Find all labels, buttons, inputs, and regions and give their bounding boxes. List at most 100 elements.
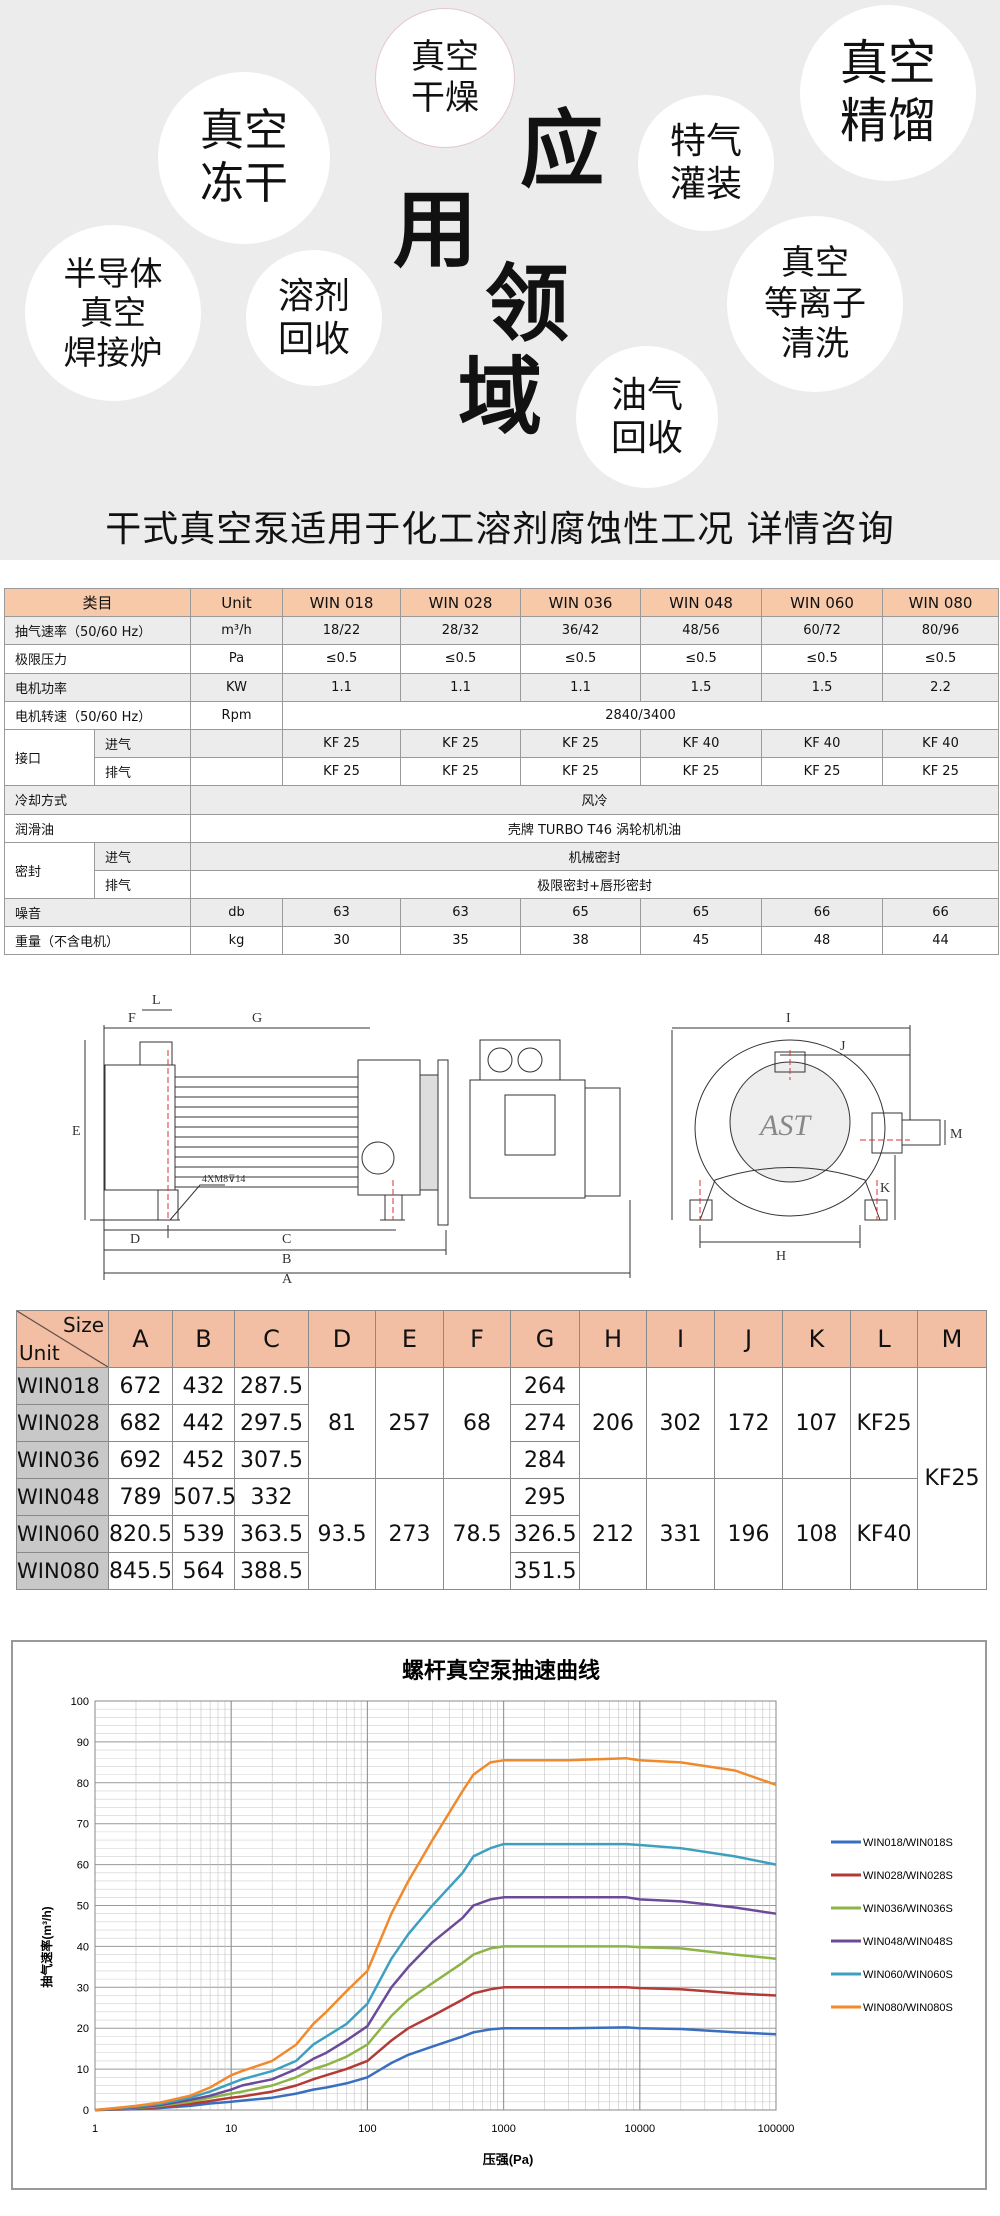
spec-header-row: 类目 Unit WIN 018 WIN 028 WIN 036 WIN 048 … bbox=[3, 587, 1000, 618]
y-tick-label: 50 bbox=[77, 1901, 89, 1913]
dim-label-F: F bbox=[128, 1011, 136, 1026]
header-model: WIN 080 bbox=[882, 587, 1000, 618]
y-tick-label: 90 bbox=[77, 1737, 89, 1749]
header-category: 类目 bbox=[3, 587, 192, 618]
table-row: 排气 极限密封+唇形密封 bbox=[5, 869, 1000, 900]
header-model: WIN 048 bbox=[640, 587, 763, 618]
cell: 845.5 bbox=[108, 1552, 173, 1590]
cell: KF 25 bbox=[400, 728, 522, 759]
merged-cell: 2840/3400 bbox=[282, 700, 1000, 730]
cell: 35 bbox=[400, 926, 522, 956]
y-tick-label: 10 bbox=[77, 2064, 89, 2076]
table-row: 极限压力 Pa ≤0.5≤0.5≤0.5≤0.5≤0.5≤0.5 bbox=[3, 644, 1000, 674]
heading-char-1: 应 bbox=[520, 101, 605, 199]
series-line-win018-win018s bbox=[94, 2026, 777, 2112]
cell: 66 bbox=[882, 898, 1000, 928]
cell: KF 25 bbox=[282, 757, 402, 787]
cell: KF 25 bbox=[520, 757, 642, 787]
x-tick-label: 10 bbox=[225, 2123, 237, 2135]
cell: 351.5 bbox=[510, 1552, 580, 1590]
cell: KF25 bbox=[917, 1367, 987, 1590]
row-label: 噪音 bbox=[3, 898, 192, 928]
series-line-win060-win060s bbox=[94, 1842, 777, 2112]
legend: WIN018/WIN018SWIN028/WIN028SWIN036/WIN03… bbox=[831, 1837, 953, 2014]
merged-cell: 壳牌 TURBO T46 涡轮机机油 bbox=[190, 813, 1000, 843]
cell: 45 bbox=[640, 926, 763, 956]
dim-label-A: A bbox=[282, 1272, 293, 1287]
legend-label: WIN018/WIN018S bbox=[863, 1837, 953, 1849]
header-model: WIN 028 bbox=[400, 587, 522, 618]
row-unit: Pa bbox=[190, 644, 284, 674]
dim-label-J: J bbox=[840, 1039, 846, 1054]
cell: 264 bbox=[510, 1367, 580, 1405]
row-label: 抽气速率（50/60 Hz） bbox=[3, 616, 192, 646]
row-label: 润滑油 bbox=[3, 813, 192, 843]
y-tick-label: 40 bbox=[77, 1941, 89, 1953]
x-tick-label: 100 bbox=[358, 2123, 376, 2135]
cell: KF 25 bbox=[761, 757, 884, 787]
chart-title: 螺杆真空泵抽速曲线 bbox=[402, 1658, 600, 1683]
cell: 93.5 bbox=[308, 1478, 376, 1590]
model-name: WIN036 bbox=[16, 1441, 109, 1479]
dim-label-D: D bbox=[130, 1232, 140, 1247]
corner-unit: Unit bbox=[19, 1341, 60, 1365]
gearbox bbox=[357, 1059, 421, 1196]
cell: KF 25 bbox=[520, 728, 642, 759]
bubble-plasma-cleaning: 真空 等离子 清洗 bbox=[727, 216, 903, 392]
dim-label-E: E bbox=[72, 1124, 81, 1139]
row-unit bbox=[190, 757, 284, 787]
row-unit: kg bbox=[190, 926, 284, 956]
dim-label-G: G bbox=[252, 1011, 262, 1026]
row-unit: KW bbox=[190, 672, 284, 702]
sub-label: 进气 bbox=[93, 841, 192, 871]
chart-svg: 螺杆真空泵抽速曲线 压强(Pa) 抽气速率(m³/h) 010203040506… bbox=[39, 1658, 953, 2167]
cell: KF 25 bbox=[640, 757, 763, 787]
cell: 564 bbox=[172, 1552, 235, 1590]
row-unit bbox=[190, 728, 284, 759]
cell: 36/42 bbox=[520, 616, 642, 646]
cell: 48 bbox=[761, 926, 884, 956]
bubble-special-gas-filling: 特气 灌装 bbox=[638, 95, 774, 231]
series-line-win080-win080s bbox=[94, 1757, 777, 2112]
hole-note: 4XM8⊽14 bbox=[202, 1174, 245, 1185]
dim-label-I: I bbox=[786, 1011, 791, 1026]
cell: 1.1 bbox=[282, 672, 402, 702]
cell: 1.5 bbox=[761, 672, 884, 702]
cell: 274 bbox=[510, 1404, 580, 1442]
cell: 332 bbox=[234, 1478, 309, 1516]
cell: KF 40 bbox=[640, 728, 763, 759]
cell: 307.5 bbox=[234, 1441, 309, 1479]
cell: 172 bbox=[714, 1367, 783, 1479]
row-label: 极限压力 bbox=[3, 644, 192, 674]
row-label: 电机功率 bbox=[3, 672, 192, 702]
junction-box bbox=[479, 1039, 561, 1081]
cell: 38 bbox=[520, 926, 642, 956]
col-header: G bbox=[510, 1310, 580, 1368]
x-axis-label: 压强(Pa) bbox=[483, 2152, 534, 2167]
model-name: WIN028 bbox=[16, 1404, 109, 1442]
cell: 363.5 bbox=[234, 1515, 309, 1553]
col-header: D bbox=[308, 1310, 376, 1368]
motor-flange bbox=[437, 1059, 449, 1226]
spec-table: 类目 Unit WIN 018 WIN 028 WIN 036 WIN 048 … bbox=[3, 587, 1000, 956]
x-tick-label: 1000 bbox=[491, 2123, 515, 2135]
cell: 507.5 bbox=[172, 1478, 236, 1516]
col-header: L bbox=[850, 1310, 918, 1368]
cell: 63 bbox=[282, 898, 402, 928]
cell: 212 bbox=[579, 1478, 647, 1590]
y-tick-label: 0 bbox=[83, 2105, 89, 2117]
col-header: F bbox=[443, 1310, 511, 1368]
table-row: 密封 进气 机械密封 bbox=[4, 841, 1000, 900]
header-model: WIN 018 bbox=[282, 587, 402, 618]
application-fields-banner: 真空 干燥 真空 冻干 真空 精馏 特气 灌装 半导体 真空 焊接炉 溶剂 回收… bbox=[0, 0, 1000, 560]
row-unit: m³/h bbox=[190, 616, 284, 646]
cell: 432 bbox=[172, 1367, 235, 1405]
cell: ≤0.5 bbox=[520, 644, 642, 674]
legend-label: WIN080/WIN080S bbox=[863, 2002, 953, 2014]
